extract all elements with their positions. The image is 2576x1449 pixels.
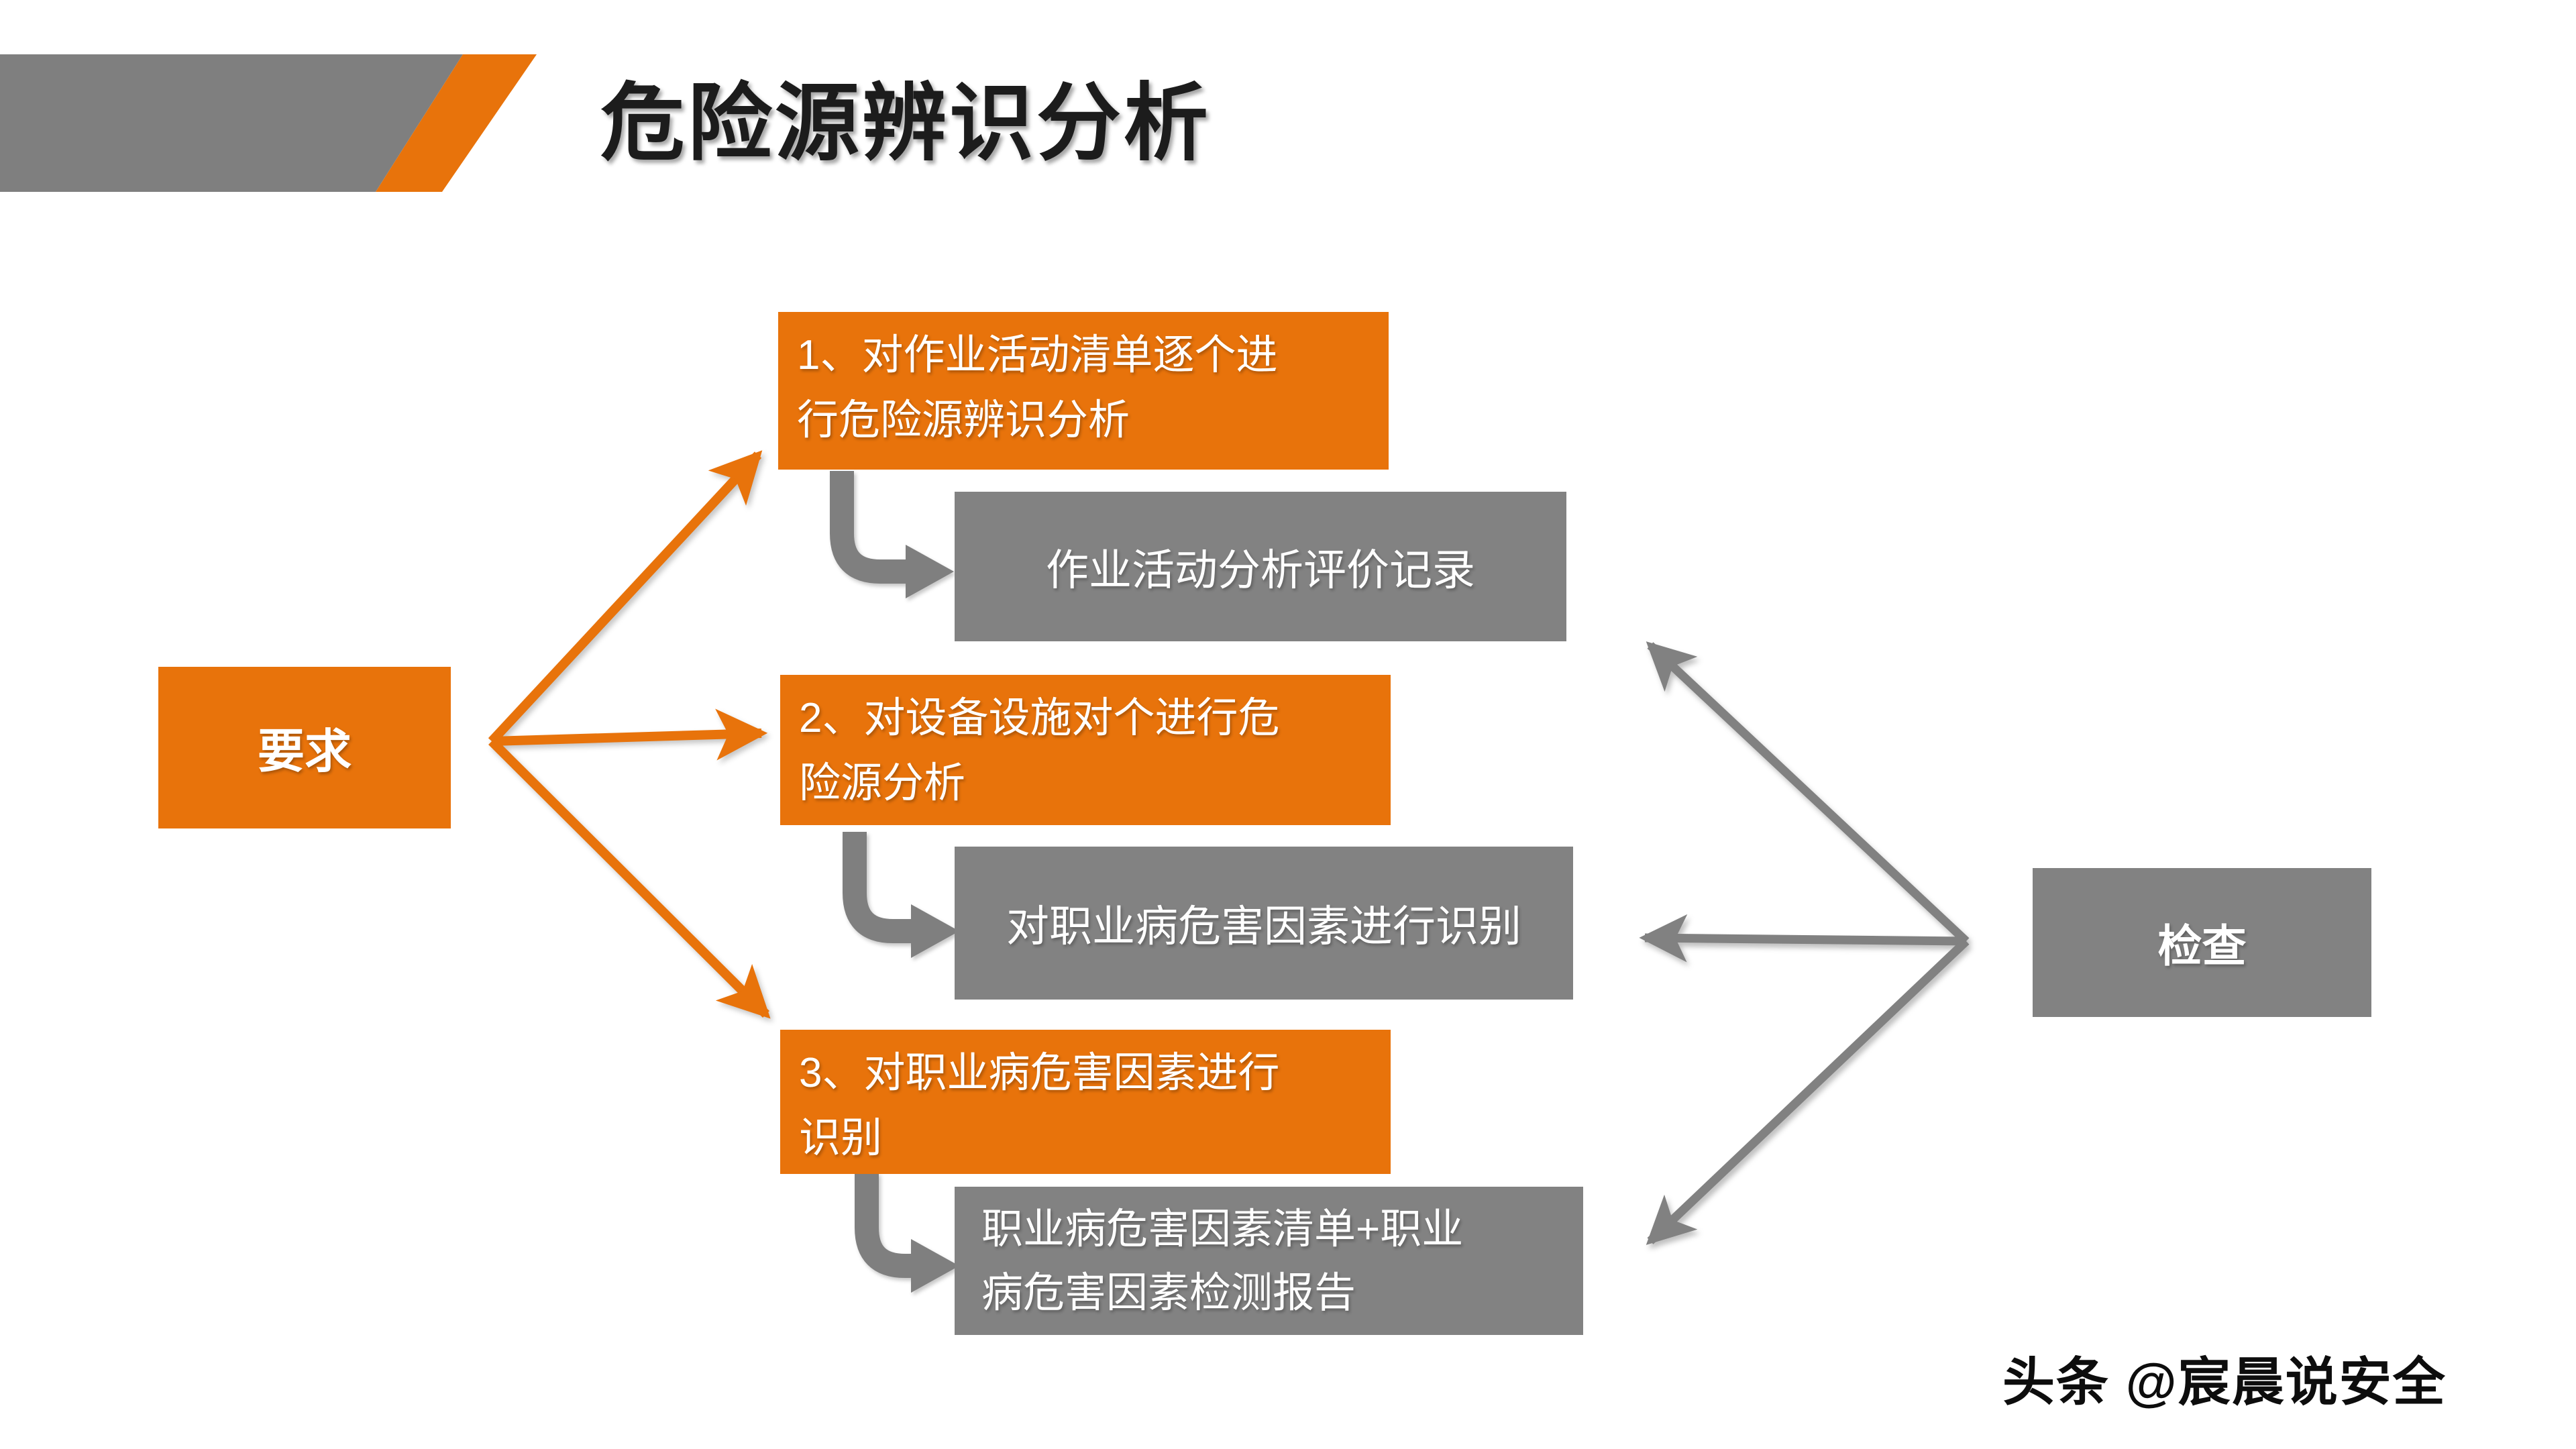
requirement-label: 要求 [258,725,352,777]
arrow-requirement-to-step3 [488,738,771,1019]
step1-box: 1、对作业活动清单逐个进行危险源辨识分析 [778,312,1389,470]
step2-box: 2、对设备设施对个进行危险源分析 [780,675,1391,825]
step3-box: 3、对职业病危害因素进行识别 [780,1030,1391,1174]
elbow-arrow-step3-to-record3 [855,1173,959,1293]
check-box: 检查 [2033,868,2371,1017]
check-label: 检查 [2157,921,2247,971]
record1-box: 作业活动分析评价记录 [955,492,1566,641]
elbow-arrow-step1-to-record1 [830,471,954,598]
record3-label: 职业病危害因素清单+职业病危害因素检测报告 [981,1206,1464,1316]
record3-box: 职业病危害因素清单+职业病危害因素检测报告 [955,1187,1583,1335]
requirement-arrows-group [488,450,771,1019]
record1-label: 作业活动分析评价记录 [1046,545,1475,594]
arrow-requirement-to-step2 [491,708,768,761]
record2-box: 对职业病危害因素进行识别 [955,847,1573,1000]
record2-label: 对职业病危害因素进行识别 [1006,902,1521,951]
step1-label: 1、对作业活动清单逐个进行危险源辨识分析 [797,332,1278,443]
arrow-requirement-to-step1 [488,450,763,745]
arrow-check-to-record1 [1646,641,1970,945]
header-gray-band [0,54,463,192]
arrow-check-to-record2 [1639,914,1967,963]
watermark-text: 头条 @宸晨说安全 [2002,1352,2447,1411]
step3-label: 3、对职业病危害因素进行识别 [799,1050,1280,1161]
requirement-box: 要求 [158,667,451,828]
check-arrows-group [1639,641,1970,1245]
page-title: 危险源辨识分析 [600,73,1211,172]
elbow-arrow-step2-to-record2 [843,832,959,958]
arrow-check-to-record3 [1646,938,1970,1245]
step2-label: 2、对设备设施对个进行危险源分析 [799,695,1280,806]
